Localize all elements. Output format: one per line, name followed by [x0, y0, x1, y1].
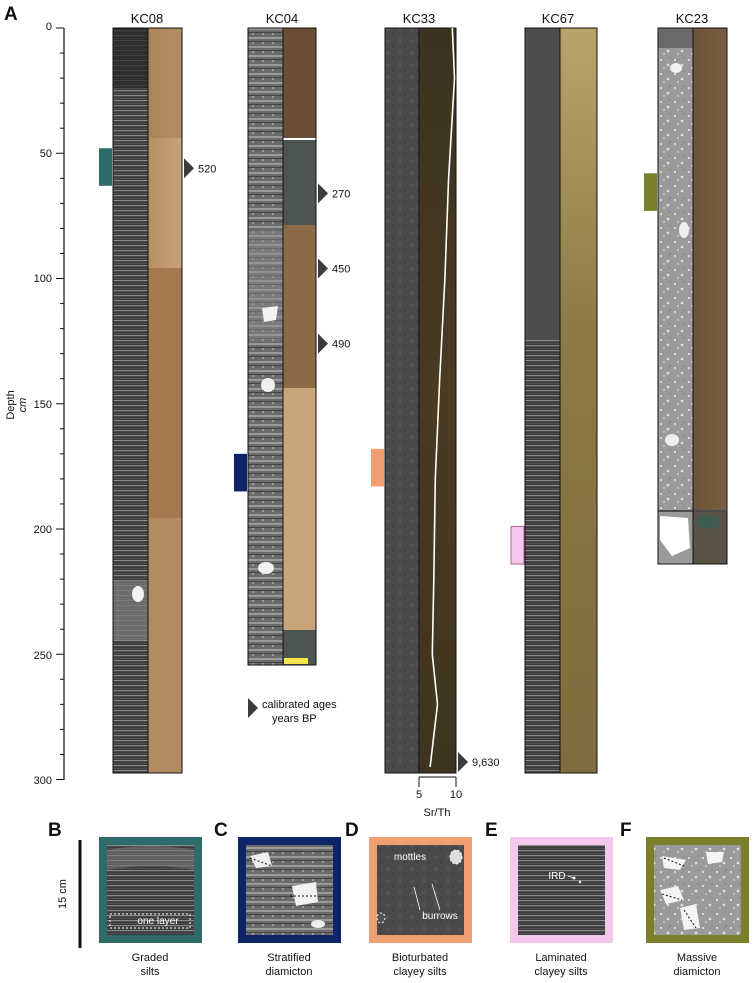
core-kc23 [657, 27, 728, 565]
facies-f-label-line1: Massive [677, 952, 717, 964]
age-legend-line2: years BP [272, 713, 317, 725]
age-marker-triangle [318, 258, 328, 279]
facies-e-label-line1: Laminated [535, 952, 586, 964]
core-kc33 [384, 27, 457, 774]
panel-letter-d: D [345, 820, 359, 841]
facies-marker-kc08 [99, 148, 112, 186]
facies-marker-kc67 [510, 525, 525, 565]
core-title-kc23: KC23 [676, 11, 709, 26]
depth-axis-label: Depth [5, 390, 17, 419]
facies-c-label-line1: Stratified [267, 952, 310, 964]
age-legend-line1: calibrated ages [262, 699, 337, 711]
panel-letter-b: B [48, 820, 62, 841]
facies-panel-f: Massive diamicton [646, 837, 749, 978]
facies-e-label-line2: clayey silts [534, 966, 588, 978]
facies-panel-e: IRD Laminated clayey silts [510, 837, 613, 978]
depth-tick-200: 200 [34, 524, 52, 536]
srth-tick-5: 5 [416, 789, 422, 801]
core-title-kc08: KC08 [131, 11, 164, 26]
facies-marker-kc23 [644, 173, 657, 211]
kc04-xray [248, 28, 283, 665]
age-markers: 520 270 450 490 9,630 [184, 158, 500, 772]
age-marker-label: 450 [332, 263, 350, 275]
facies-marker-kc33 [371, 448, 384, 487]
age-marker-triangle [184, 158, 194, 179]
core-kc08 [112, 27, 183, 774]
core-kc67 [524, 27, 598, 774]
depth-tick-50: 50 [40, 148, 52, 160]
facies-panel-c: Stratified diamicton [238, 837, 341, 978]
panel-letter-f: F [620, 820, 632, 841]
depth-tick-0: 0 [46, 21, 52, 33]
core-title-kc33: KC33 [403, 11, 436, 26]
panel-letter-c: C [214, 820, 228, 841]
age-marker-label: 9,630 [472, 757, 500, 769]
kc33-xray [385, 28, 419, 773]
scale-bar-label: 15 cm [57, 879, 69, 909]
panel-letter-a: A [4, 4, 18, 25]
facies-c-label-line2: diamicton [265, 966, 312, 978]
facies-b-annotation: one layer [137, 916, 179, 927]
facies-d-label-line2: clayey silts [393, 966, 447, 978]
srth-curve [429, 27, 456, 768]
facies-f-label-line2: diamicton [673, 966, 720, 978]
kc08-xray [113, 28, 148, 773]
facies-panel-d: mottles burrows Bioturbated clayey silts [369, 837, 472, 978]
kc23-photo [693, 28, 727, 510]
age-marker-label: 520 [198, 163, 216, 175]
depth-tick-250: 250 [34, 650, 52, 662]
kc04-photo [283, 28, 316, 138]
srth-tick-10: 10 [450, 789, 462, 801]
depth-axis: 0 50 100 150 200 250 300 Depth cm [5, 21, 65, 787]
panel-letter-e: E [485, 820, 498, 841]
age-marker-label: 270 [332, 188, 350, 200]
age-marker-triangle [318, 183, 328, 204]
depth-tick-100: 100 [34, 273, 52, 285]
kc67-photo [560, 28, 597, 773]
depth-axis-ticks [56, 27, 64, 780]
depth-axis-unit: cm [17, 398, 29, 413]
age-legend: calibrated ages years BP [248, 698, 337, 725]
facies-d-annotation-mottles: mottles [394, 852, 426, 863]
age-marker-triangle [458, 751, 468, 772]
facies-e-annotation-ird: IRD [548, 871, 565, 882]
facies-d-image [377, 845, 464, 935]
core-kc04 [247, 27, 317, 666]
srth-axis: 5 10 Sr/Th [416, 776, 462, 819]
facies-b-label-line1: Graded [132, 952, 169, 964]
kc23-xray [658, 28, 693, 510]
facies-b-label-line2: silts [141, 966, 160, 978]
age-legend-triangle [248, 698, 258, 718]
scale-bar: 15 cm [57, 840, 82, 948]
facies-markers [99, 148, 657, 565]
srth-axis-label: Sr/Th [424, 807, 451, 819]
depth-tick-300: 300 [34, 775, 52, 787]
facies-d-annotation-burrows: burrows [422, 911, 458, 922]
depth-tick-150: 150 [34, 399, 52, 411]
core-title-kc04: KC04 [266, 11, 299, 26]
facies-d-label-line1: Bioturbated [392, 952, 448, 964]
facies-panel-b: one layer Graded silts [99, 837, 202, 978]
facies-e-image [518, 845, 605, 935]
age-marker-triangle [318, 333, 328, 354]
core-title-kc67: KC67 [542, 11, 575, 26]
age-marker-label: 490 [332, 339, 350, 351]
facies-marker-kc04 [234, 453, 247, 492]
